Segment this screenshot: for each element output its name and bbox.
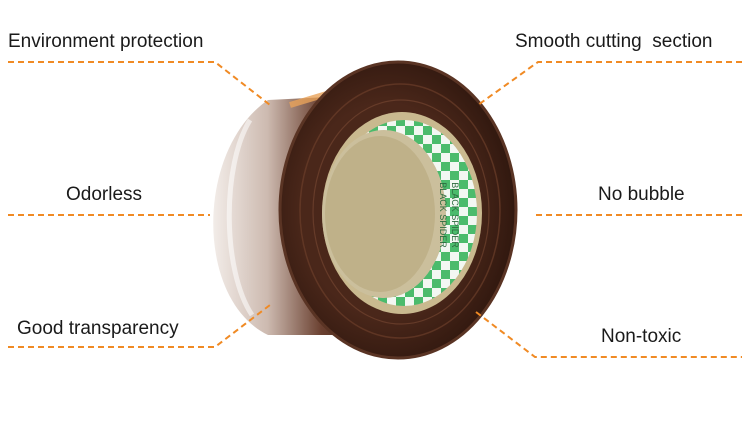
leader-line-environment <box>8 61 271 106</box>
feature-label-smooth-cutting: Smooth cutting section <box>515 31 713 52</box>
feature-label-no-bubble: No bubble <box>598 184 685 205</box>
core-print-text: BLACK SPIDER <box>450 182 460 248</box>
feature-label-odorless: Odorless <box>66 184 143 205</box>
feature-label-good-transparency: Good transparency <box>17 318 179 339</box>
tape-core-hole-shade <box>325 136 435 292</box>
tape-winding-ring <box>299 83 501 339</box>
tape-roll-edge <box>278 60 518 360</box>
leader-line-transparency <box>8 304 271 348</box>
leader-line-non-toxic <box>475 311 742 358</box>
tape-highlight <box>226 118 255 317</box>
leader-line-smooth-cutting <box>477 61 742 106</box>
core-print-text: BLACK SPIDER <box>438 182 448 248</box>
feature-label-non-toxic: Non-toxic <box>601 326 682 347</box>
feature-label-environment-protection: Environment protection <box>8 31 204 52</box>
tape-winding-ring <box>312 99 490 325</box>
